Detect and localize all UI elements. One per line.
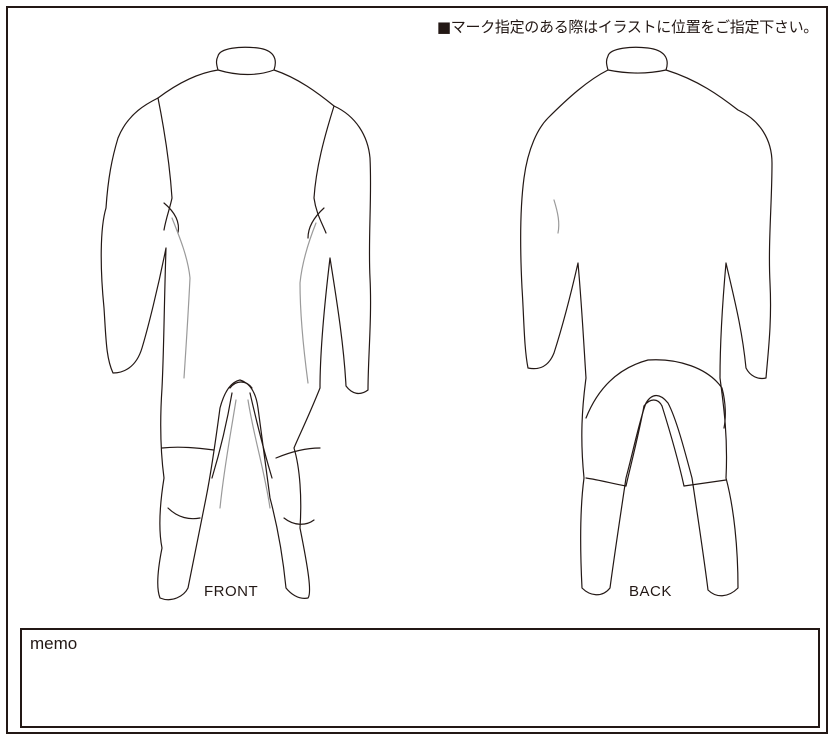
back-side-line [553,199,560,234]
mark-position-sheet: ■マーク指定のある際はイラストに位置をご指定下さい。 [6,6,828,734]
instruction-text: ■マーク指定のある際はイラストに位置をご指定下さい。 [436,18,818,36]
front-right-side-panel [307,207,325,239]
front-right-sleeve-seam [313,105,335,234]
front-neck [217,69,275,76]
front-knee-right [283,517,315,525]
back-neck [607,69,667,74]
front-leg-seam-left [219,399,237,509]
back-figure [520,46,773,597]
front-crotch [229,381,253,389]
front-knee-band-right [275,447,321,459]
front-right-side-line [299,222,317,384]
front-silhouette [100,46,372,601]
front-leg-seam-right [247,399,271,509]
front-figure [100,46,372,601]
back-knee-band-left [585,477,627,487]
front-label: FRONT [204,583,259,600]
memo-label: memo [30,634,78,653]
back-silhouette [520,46,773,597]
front-knee-left [167,507,201,520]
front-knee-band-left [161,446,215,451]
front-left-side-line [171,217,191,379]
wetsuit-illustration [100,46,773,601]
front-left-sleeve-seam [157,97,173,231]
front-inner-leg-right [249,392,273,479]
front-inner-leg-left [211,392,233,479]
back-label: BACK [629,583,672,600]
back-knee-band-right [683,479,727,487]
memo-box[interactable]: memo [20,628,820,728]
front-left-side-panel [163,202,180,234]
back-inner-leg-right [661,405,685,487]
back-crotch [643,399,663,407]
back-seat-panel [585,359,726,429]
back-inner-leg-left [625,405,645,487]
